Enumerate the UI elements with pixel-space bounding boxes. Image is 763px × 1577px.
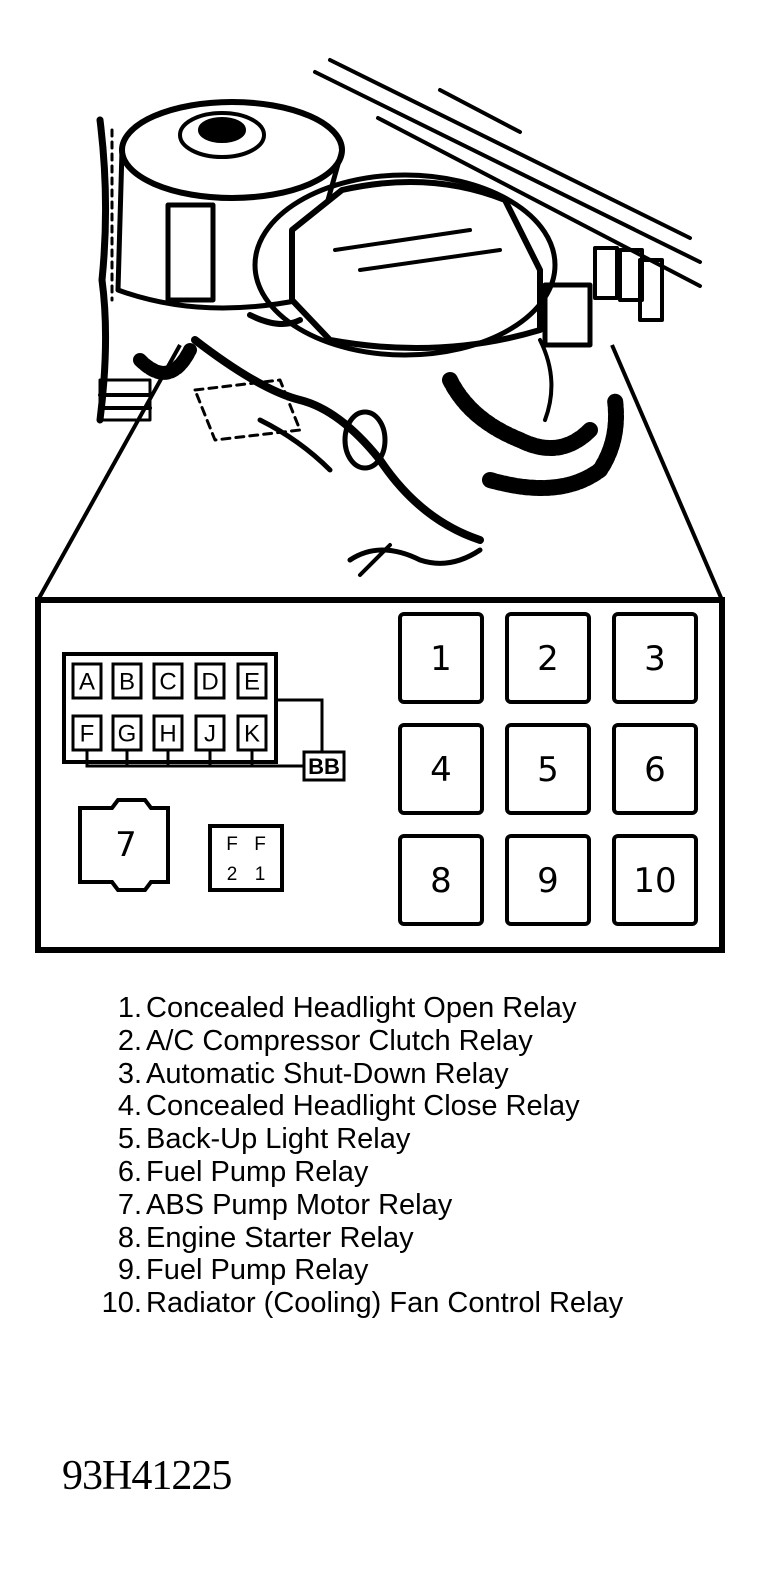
zoom-projection-lines — [36, 344, 724, 601]
fuse-label: G — [118, 721, 137, 748]
fuse-label: B — [119, 669, 135, 696]
relay-slot-2 — [505, 612, 591, 704]
relay-slot-1 — [398, 612, 484, 704]
fuse-label: F — [80, 721, 95, 748]
relay-slot-9 — [505, 834, 591, 926]
fuse-f1-number: 1 — [255, 864, 266, 885]
legend-item: 8.Engine Starter Relay — [117, 1221, 414, 1254]
relay-label: 4 — [430, 750, 452, 790]
legend-item: 9.Fuel Pump Relay — [117, 1254, 369, 1287]
fuse-f2-number: 2 — [227, 864, 238, 885]
fuse-f2-label: F — [226, 834, 238, 855]
legend-item: 4.Concealed Headlight Close Relay — [117, 1090, 580, 1123]
relay-label: 3 — [644, 639, 666, 679]
relay-label: 2 — [537, 639, 559, 679]
relay-slot-4 — [398, 723, 484, 815]
fuse-label: H — [159, 721, 176, 748]
relay-labels: 1 2 3 4 5 6 8 9 10 — [430, 639, 676, 901]
fuse-label: C — [159, 669, 176, 696]
fuse-label: D — [201, 669, 218, 696]
fuse-pair-f2-f1: F F 2 1 — [208, 824, 284, 892]
relay-label: 8 — [430, 861, 452, 901]
relay-slot-6 — [612, 723, 698, 815]
legend-item: 2.A/C Compressor Clutch Relay — [117, 1024, 533, 1057]
relay-slot-5 — [505, 723, 591, 815]
legend-item: 3.Automatic Shut-Down Relay — [117, 1057, 509, 1090]
fuse-label: A — [79, 669, 95, 696]
relay-slot-10 — [612, 834, 698, 926]
legend-item: 10.Radiator (Cooling) Fan Control Relay — [101, 1287, 624, 1320]
fuse-block: A B C D E F G H J K BB — [62, 652, 346, 782]
fuse-f1-label: F — [254, 834, 266, 855]
relay-label: 5 — [537, 750, 559, 790]
engine-compartment-illustration — [96, 58, 702, 577]
relay-center-diagram: 1 2 3 4 5 6 8 9 10 7 A B C D E F G — [35, 58, 725, 953]
legend-item: 7.ABS Pump Motor Relay — [117, 1188, 453, 1221]
fuse-label: K — [244, 721, 260, 748]
legend-item: 1.Concealed Headlight Open Relay — [117, 992, 577, 1024]
relay-center-panel — [35, 597, 725, 953]
relay-slot-7 — [78, 798, 170, 892]
relay-label: 10 — [633, 861, 676, 901]
legend-item: 6.Fuel Pump Relay — [117, 1155, 369, 1188]
relay-slot-8 — [398, 834, 484, 926]
relay-slot-3 — [612, 612, 698, 704]
fuse-label: J — [204, 721, 216, 748]
figure-id: 93H41225 — [62, 1453, 232, 1499]
relay-label: 1 — [430, 639, 452, 679]
relay-grid — [398, 612, 698, 926]
relay-label: 9 — [537, 861, 559, 901]
relay-label-7: 7 — [115, 825, 137, 865]
relay-label: 6 — [644, 750, 666, 790]
bus-bar-label: BB — [308, 754, 340, 779]
legend-item: 5.Back-Up Light Relay — [117, 1123, 411, 1156]
relay-legend: 1.Concealed Headlight Open Relay 2.A/C C… — [90, 992, 623, 1320]
fuse-label: E — [244, 669, 260, 696]
